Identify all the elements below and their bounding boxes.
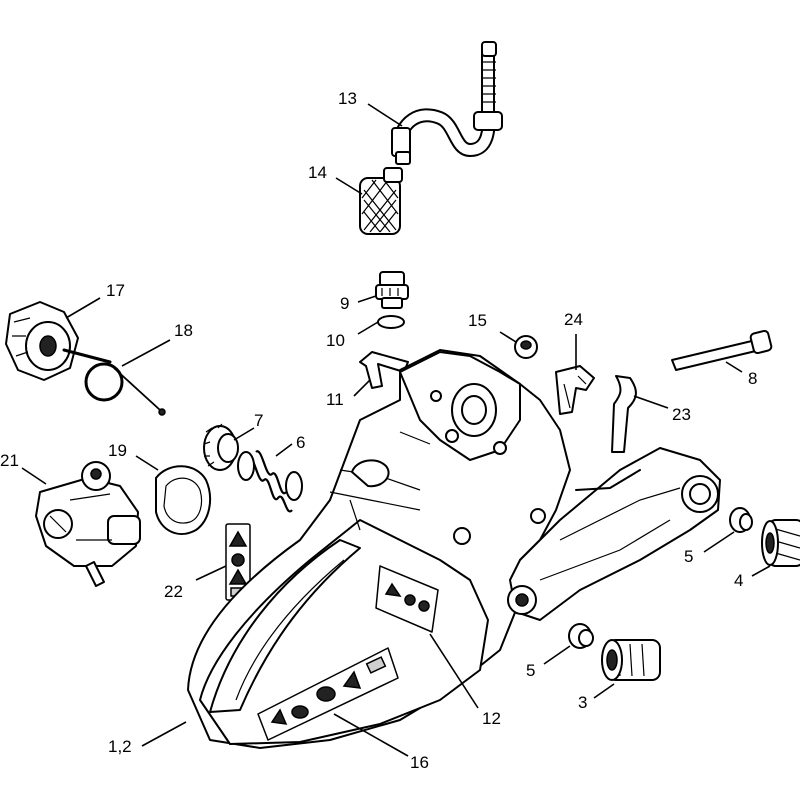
callout-24: 24 xyxy=(564,310,583,329)
ring-part-18 xyxy=(84,362,166,416)
leader-3 xyxy=(593,683,615,699)
callout-10: 10 xyxy=(326,331,345,350)
callout-16: 16 xyxy=(410,753,429,772)
callout-19: 19 xyxy=(108,441,127,460)
main-housing-part-1-2 xyxy=(187,349,571,749)
o-ring-part-10 xyxy=(377,315,405,329)
warning-label-part-16 xyxy=(257,647,399,741)
leader-11 xyxy=(353,379,371,397)
bushing-part-5-upper xyxy=(729,507,753,533)
bracket-part-11 xyxy=(359,351,409,389)
fuel-hose-part-13 xyxy=(391,41,503,165)
rear-frame-arm xyxy=(507,447,721,621)
gear-part-7 xyxy=(203,423,239,471)
callout-15: 15 xyxy=(468,311,487,330)
carburetor-part-21 xyxy=(35,461,141,587)
leader-12 xyxy=(429,633,479,709)
callout-14: 14 xyxy=(308,163,327,182)
leader-22 xyxy=(195,565,227,581)
callout-18: 18 xyxy=(174,321,193,340)
callout-labels: 13 14 9 10 11 15 24 23 8 17 18 7 6 19 21… xyxy=(0,89,757,772)
annular-buffer-part-3 xyxy=(601,639,661,681)
intake-part-17 xyxy=(5,301,112,381)
leader-6 xyxy=(275,443,293,457)
callout-8: 8 xyxy=(748,369,757,388)
leader-23 xyxy=(633,395,669,409)
grommet-part-15 xyxy=(514,335,538,359)
leader-10 xyxy=(357,321,379,335)
callout-5-upper: 5 xyxy=(684,547,693,566)
gasket-part-19 xyxy=(155,465,212,535)
leader-7 xyxy=(233,427,255,441)
bolt-part-8 xyxy=(671,329,773,371)
bracket-part-24 xyxy=(555,365,595,415)
leader-5-lower xyxy=(543,645,571,665)
leader-18 xyxy=(121,339,171,367)
leader-19 xyxy=(135,455,159,471)
leader-lines xyxy=(21,103,771,757)
leader-17 xyxy=(65,297,101,319)
leader-1-2 xyxy=(141,721,187,747)
fuel-filter-part-14 xyxy=(359,167,403,235)
hose-part-23 xyxy=(611,375,637,453)
leader-5-upper xyxy=(703,531,735,553)
callout-22: 22 xyxy=(164,582,183,601)
callout-5-lower: 5 xyxy=(526,661,535,680)
leader-9 xyxy=(357,295,377,303)
callout-4: 4 xyxy=(734,571,743,590)
callout-12: 12 xyxy=(482,709,501,728)
leader-4 xyxy=(751,565,771,577)
leader-15 xyxy=(499,331,517,343)
annular-buffer-part-4 xyxy=(761,519,800,567)
callout-7: 7 xyxy=(254,411,263,430)
callout-23: 23 xyxy=(672,405,691,424)
spring-part-6 xyxy=(234,444,304,513)
callout-3: 3 xyxy=(578,693,587,712)
bushing-part-5-lower xyxy=(568,623,594,649)
leader-14 xyxy=(335,177,363,195)
leader-8 xyxy=(725,361,743,373)
leader-21 xyxy=(21,467,47,485)
valve-part-9 xyxy=(375,271,409,309)
callout-17: 17 xyxy=(106,281,125,300)
callout-1-2: 1,2 xyxy=(108,737,132,756)
callout-9: 9 xyxy=(340,294,349,313)
leader-16 xyxy=(333,713,409,757)
callout-21: 21 xyxy=(0,451,19,470)
callout-6: 6 xyxy=(296,433,305,452)
leader-13 xyxy=(367,103,403,127)
callout-13: 13 xyxy=(338,89,357,108)
callout-11: 11 xyxy=(326,390,344,409)
